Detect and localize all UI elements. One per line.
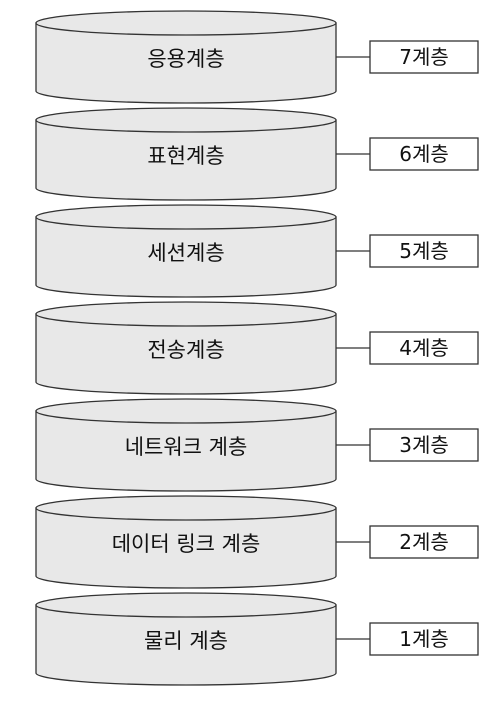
cylinder-body [35,216,337,298]
cylinder-body [35,119,337,201]
layer-7: 응용계층 7계층 [35,10,479,104]
cylinder-body [35,22,337,104]
layer-5: 세션계층 5계층 [35,204,479,298]
layer-tag: 5계층 [399,239,449,263]
layer-tag-box [369,40,479,74]
cylinder-body [35,507,337,589]
layer-6: 표현계층 6계층 [35,107,479,201]
layer-tag: 6계층 [399,142,449,166]
cylinder-body [35,410,337,492]
cylinder-top [35,204,337,230]
cylinder-body [35,313,337,395]
cylinder-body [35,604,337,686]
layer-name: 물리 계층 [144,629,228,653]
layer-name: 세션계층 [147,241,224,265]
layer-name: 표현계층 [147,144,224,168]
layer-name: 전송계층 [147,338,224,362]
layer-4: 전송계층 4계층 [35,301,479,395]
layer-name: 네트워크 계층 [125,435,248,459]
layer-tag-box [369,622,479,656]
cylinder-top [35,10,337,36]
layer-tag-box [369,331,479,365]
layer-name: 데이터 링크 계층 [112,532,261,556]
layer-tag: 7계층 [399,45,449,69]
layer-tag-box [369,137,479,171]
layer-tag: 1계층 [399,627,449,651]
layer-name: 응용계층 [147,47,224,71]
layer-tag-box [369,234,479,268]
layer-tag: 3계층 [399,433,449,457]
layer-3: 네트워크 계층 3계층 [35,398,479,492]
cylinder-top [35,398,337,424]
layer-tag: 2계층 [399,530,449,554]
cylinder-top [35,107,337,133]
layer-tag-box [369,525,479,559]
cylinder-top [35,592,337,618]
layer-1: 물리 계층 1계층 [35,592,479,686]
cylinder-top [35,495,337,521]
cylinder-top [35,301,337,327]
layer-tag: 4계층 [399,336,449,360]
layer-2: 데이터 링크 계층 2계층 [35,495,479,589]
layer-tag-box [369,428,479,462]
